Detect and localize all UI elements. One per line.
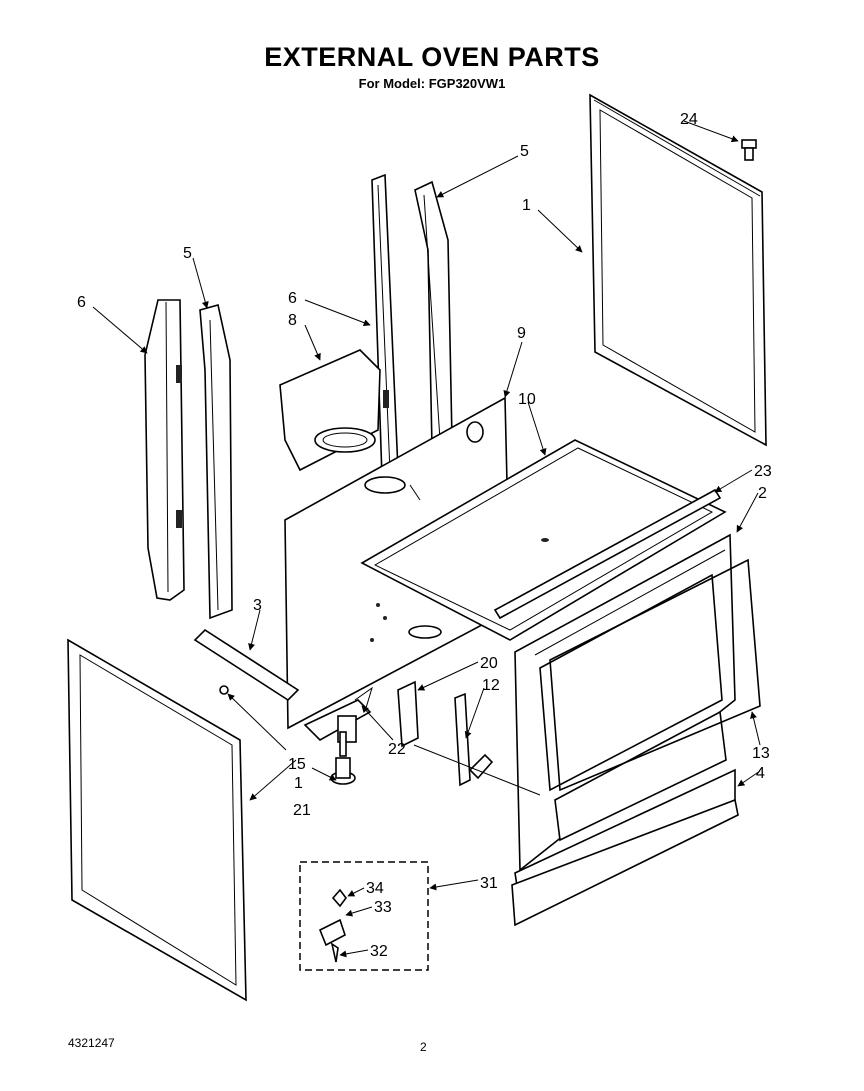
- callout-31: 31: [480, 875, 498, 892]
- bottom-bracket: [193, 628, 300, 702]
- door-bracket: [397, 680, 419, 748]
- callout-15: 15: [288, 756, 306, 773]
- door-latch: [454, 692, 494, 787]
- kick-panel: [511, 768, 739, 927]
- callout-12: 12: [482, 677, 500, 694]
- hardware-kit-box: [299, 861, 429, 971]
- door-gasket: [549, 558, 761, 792]
- callout-10: 10: [518, 391, 536, 408]
- callout-22: 22: [388, 741, 406, 758]
- callout-20: 20: [480, 655, 498, 672]
- callout-13: 13: [752, 745, 770, 762]
- callout-5-top: 5: [520, 143, 529, 160]
- callout-9: 9: [517, 325, 526, 342]
- top-panel: [360, 439, 727, 641]
- trim-strip: [493, 488, 722, 620]
- leader-lines: [92, 120, 761, 958]
- document-number: 4321247: [68, 1036, 115, 1050]
- callout-6-center: 6: [288, 290, 297, 307]
- callout-1-top: 1: [522, 197, 531, 214]
- callout-33: 33: [374, 899, 392, 916]
- model-subtitle: For Model: FGP320VW1: [358, 76, 506, 91]
- callout-8: 8: [288, 312, 297, 329]
- callout-21: 21: [293, 802, 311, 819]
- callout-3: 3: [253, 597, 262, 614]
- callout-2: 2: [758, 485, 767, 502]
- vent-duct: [279, 349, 381, 472]
- page-title: EXTERNAL OVEN PARTS: [264, 42, 600, 72]
- callout-5-left: 5: [183, 245, 192, 262]
- callout-23: 23: [754, 463, 772, 480]
- callout-4: 4: [756, 765, 765, 782]
- screw-part: [219, 685, 229, 695]
- side-panel-right: [589, 93, 767, 447]
- rear-channel-center: [371, 173, 399, 480]
- hinge-channel-left: [176, 304, 233, 620]
- bumper-part: [741, 139, 757, 161]
- callout-24: 24: [680, 111, 698, 128]
- callout-34: 34: [366, 880, 384, 897]
- callout-1-bottom: 1: [294, 775, 303, 792]
- leveling-leg: [330, 731, 356, 785]
- callout-6-left: 6: [77, 294, 86, 311]
- side-trim-left: [144, 299, 185, 601]
- page-number: 2: [420, 1040, 427, 1054]
- side-panel-left: [67, 638, 247, 1002]
- callout-32: 32: [370, 943, 388, 960]
